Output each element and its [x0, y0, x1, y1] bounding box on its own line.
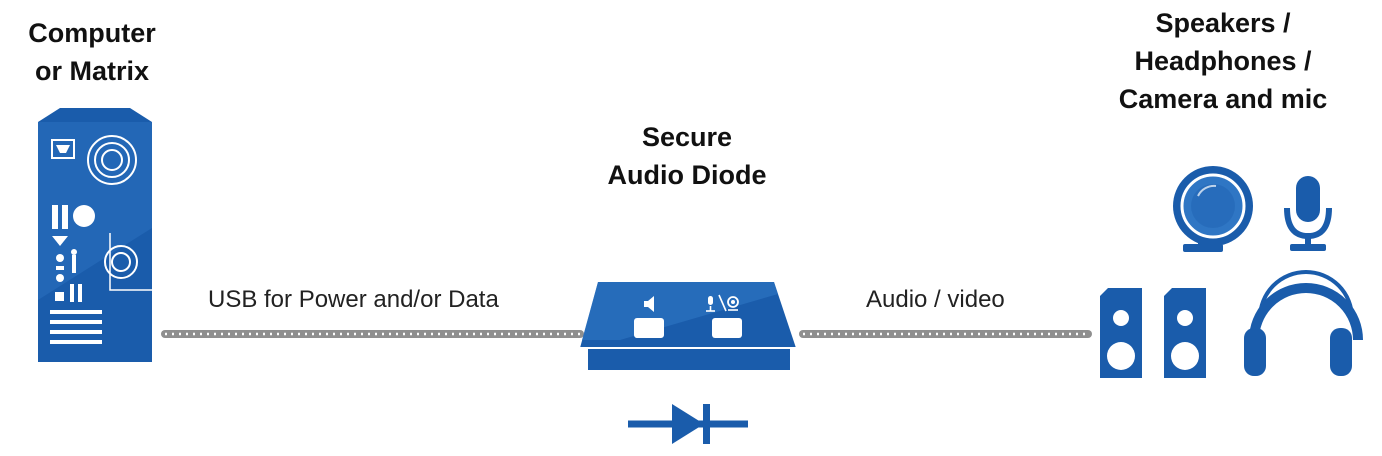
peripherals-title-line3: Camera and mic	[1118, 84, 1328, 114]
computer-title-line2: or Matrix	[34, 56, 150, 86]
peripherals-title-line1: Speakers /	[1155, 8, 1291, 38]
audio-diode-device-icon	[580, 282, 796, 370]
computer-title: Computer or Matrix	[18, 14, 166, 90]
diode-symbol-icon	[628, 404, 748, 444]
peripherals-title-line2: Headphones /	[1134, 46, 1312, 76]
mic-camera-small-icon	[706, 294, 739, 312]
usb-link-label: USB for Power and/or Data	[208, 286, 499, 313]
av-link-label: Audio / video	[866, 286, 1005, 313]
speaker-button	[634, 318, 664, 338]
camera-mic-button	[712, 318, 742, 338]
speakers-icon	[1100, 288, 1206, 378]
diode-title-line1: Secure	[641, 122, 733, 152]
computer-title-line1: Computer	[28, 18, 156, 48]
microphone-icon	[1284, 176, 1332, 251]
diode-title: Secure Audio Diode	[580, 118, 794, 194]
headphones-icon	[1244, 270, 1363, 376]
computer-tower-icon	[38, 108, 152, 362]
speaker-small-icon	[644, 296, 654, 312]
webcam-icon	[1173, 166, 1253, 252]
diode-title-line2: Audio Diode	[607, 160, 767, 190]
peripherals-title: Speakers / Headphones / Camera and mic	[1098, 4, 1348, 118]
